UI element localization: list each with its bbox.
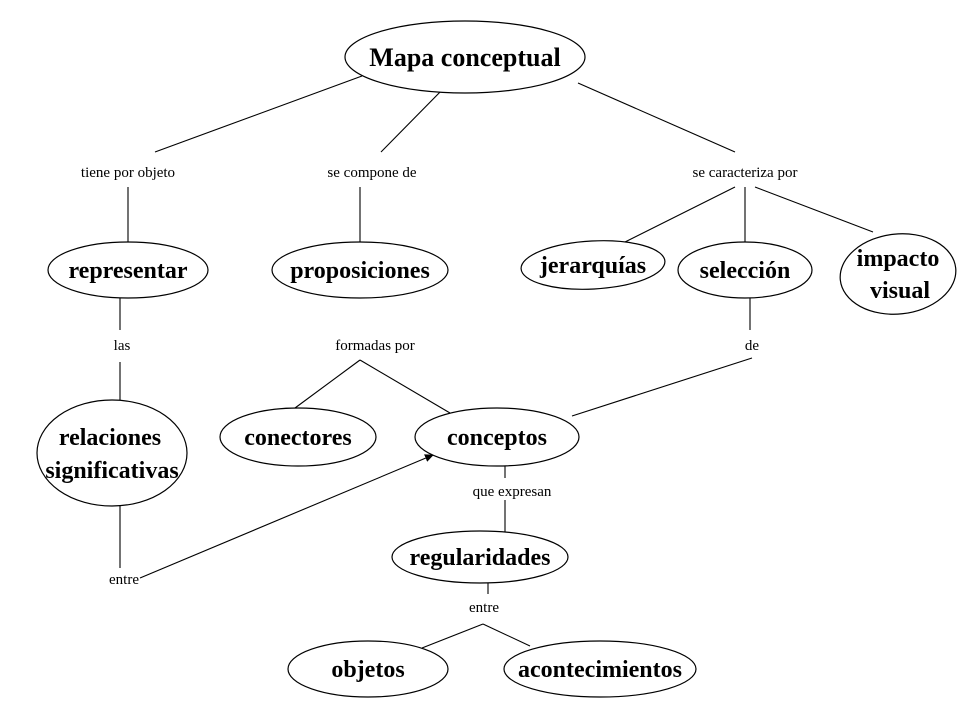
edge-formadas-conectores xyxy=(294,359,361,409)
node-objetos-label: objetos xyxy=(331,657,404,683)
node-impacto-visual: impacto visual xyxy=(839,233,957,315)
link-se-compone-de: se compone de xyxy=(327,165,416,181)
link-tiene-por-objeto: tiene por objeto xyxy=(81,165,175,181)
node-relaciones-label-line2: significativas xyxy=(45,458,178,484)
edge-entre-objetos xyxy=(421,623,484,649)
node-representar-label: representar xyxy=(68,258,187,284)
node-jerarquias-label: jerarquías xyxy=(539,253,646,279)
node-impacto-label-line1: impacto xyxy=(857,246,940,272)
node-regularidades-label: regularidades xyxy=(410,545,551,571)
edge-caracteriza-impacto xyxy=(754,186,874,233)
node-conceptos: conceptos xyxy=(414,407,580,467)
link-entre-bottom: entre xyxy=(469,600,499,616)
link-de: de xyxy=(745,338,760,354)
edge-de-conceptos xyxy=(571,357,753,417)
node-representar: representar xyxy=(47,241,209,299)
node-impacto-label-line2: visual xyxy=(870,278,930,304)
node-jerarquias: jerarquías xyxy=(520,240,666,290)
link-entre-left: entre xyxy=(109,572,139,588)
edge-entre-acontecimientos xyxy=(482,623,531,647)
node-acontecimientos: acontecimientos xyxy=(503,640,697,698)
link-que-expresan: que expresan xyxy=(473,484,552,500)
link-formadas-por: formadas por xyxy=(335,338,415,354)
node-proposiciones: proposiciones xyxy=(271,241,449,299)
edge-formadas-conceptos xyxy=(359,359,451,414)
node-conectores: conectores xyxy=(219,407,377,467)
node-acontecimientos-label: acontecimientos xyxy=(518,657,682,683)
edge-mapa-tiene xyxy=(154,75,363,153)
node-relaciones-label-line1: relaciones xyxy=(59,425,161,451)
node-objetos: objetos xyxy=(287,640,449,698)
edge-mapa-caracteriza xyxy=(577,82,736,153)
node-conectores-label: conectores xyxy=(244,425,352,451)
node-mapa-conceptual: Mapa conceptual xyxy=(344,20,586,94)
link-las: las xyxy=(114,338,131,354)
node-proposiciones-label: proposiciones xyxy=(290,258,430,284)
edge-caracteriza-jerarquias xyxy=(624,186,736,243)
edge-mapa-compone xyxy=(380,86,446,153)
node-conceptos-label: conceptos xyxy=(447,425,547,451)
node-mapa-conceptual-label: Mapa conceptual xyxy=(369,43,560,72)
edges xyxy=(119,75,874,649)
linking-phrases: tiene por objeto se compone de se caract… xyxy=(81,165,798,616)
edge-entre-conceptos-arrow xyxy=(139,454,434,579)
node-regularidades: regularidades xyxy=(391,530,569,584)
node-seleccion-label: selección xyxy=(700,258,791,284)
link-se-caracteriza-por: se caracteriza por xyxy=(693,165,798,181)
node-relaciones-significativas: relaciones significativas xyxy=(36,399,188,507)
node-seleccion: selección xyxy=(677,241,813,299)
